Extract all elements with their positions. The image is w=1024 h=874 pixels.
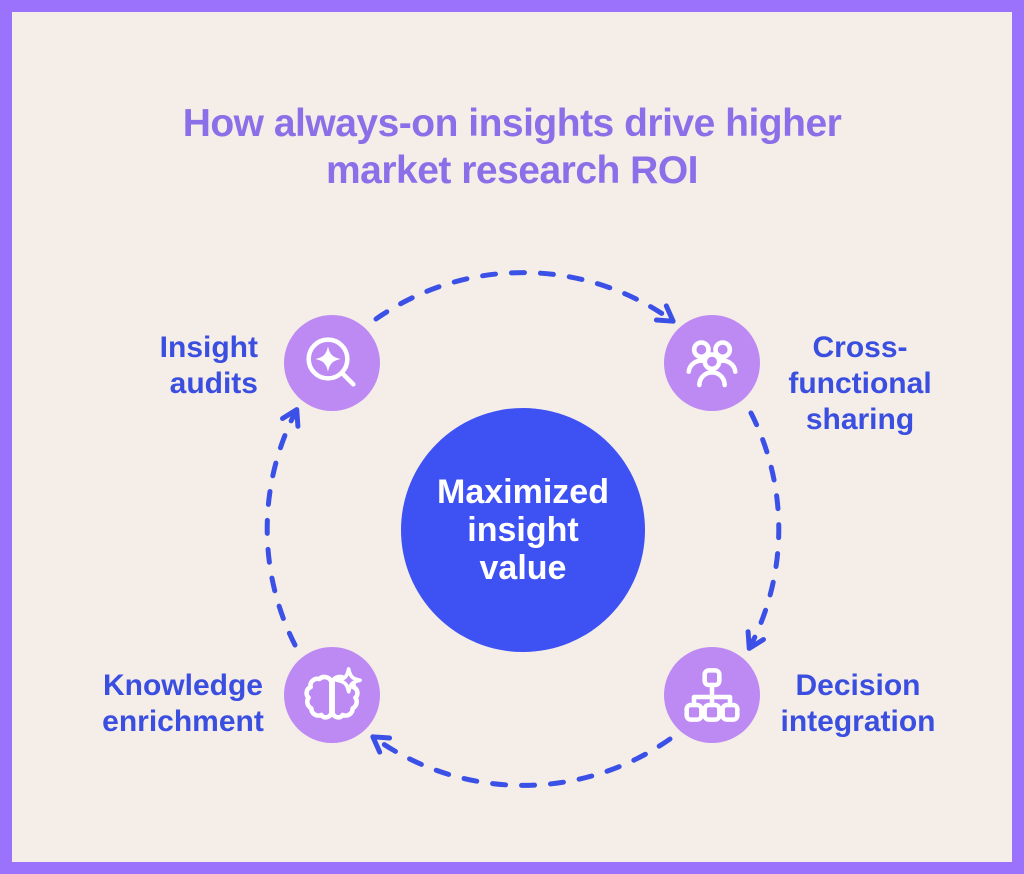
page-title: How always-on insights drive higher mark…: [12, 100, 1012, 194]
label-knowledge-enrichment: Knowledge enrichment: [102, 669, 264, 738]
flow-arrow-right: [745, 410, 782, 651]
node-cross-functional-sharing: [664, 315, 760, 411]
flow-arrow-left: [264, 407, 301, 648]
people-group-icon: [686, 340, 738, 388]
flow-arrow-top: [373, 270, 676, 324]
label-insight-audits: Insight audits: [159, 331, 258, 400]
brain-sparkle-icon: [304, 667, 362, 720]
center-node-label: Maximized insight value: [437, 473, 609, 587]
node-decision-integration: [664, 647, 760, 743]
org-chart-icon: [684, 668, 740, 722]
title-line-2: market research ROI: [325, 149, 699, 192]
flow-arrow-bottom: [370, 734, 673, 788]
label-cross-functional-sharing: Cross- functional sharing: [788, 331, 932, 436]
node-insight-audits: [284, 315, 380, 411]
center-node-maximized-insight-value: Maximized insight value: [401, 408, 645, 652]
label-decision-integration: Decision integration: [780, 669, 936, 738]
title-line-1: How always-on insights drive higher: [182, 102, 842, 145]
magnifier-sparkle-icon: [306, 337, 356, 387]
node-knowledge-enrichment: [284, 647, 380, 743]
